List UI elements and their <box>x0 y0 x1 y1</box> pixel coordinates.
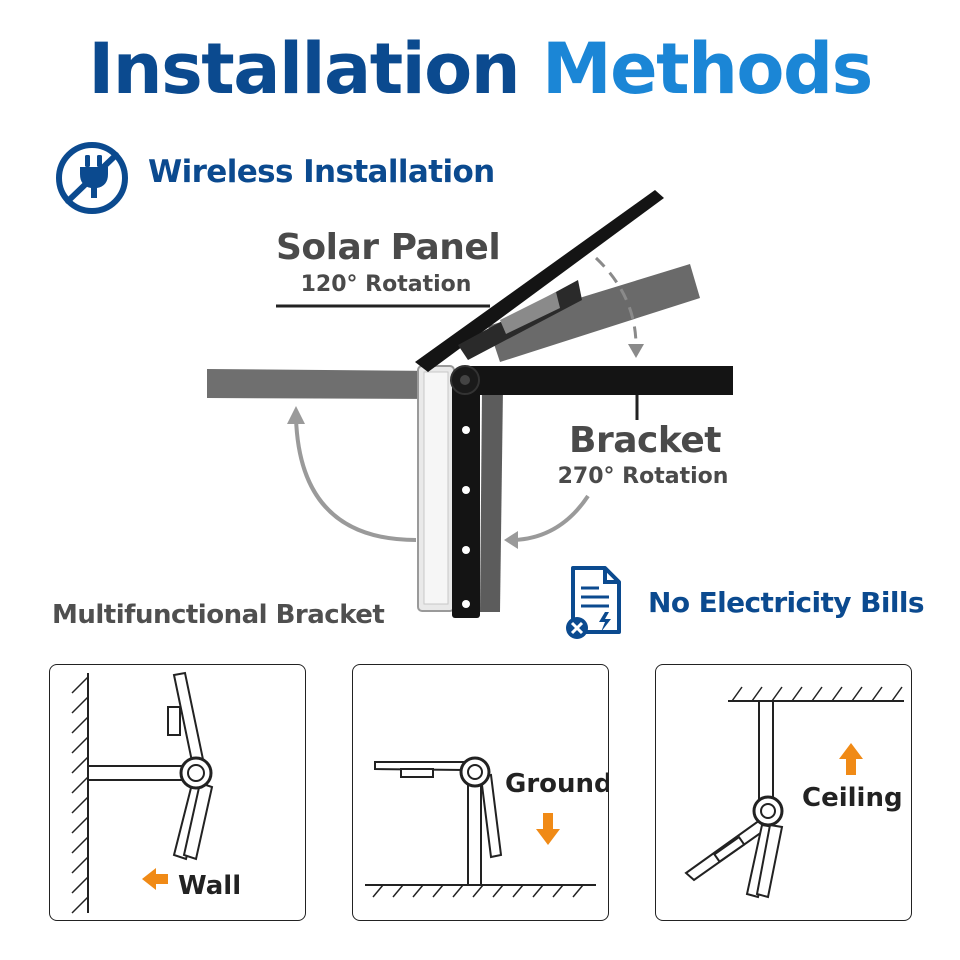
mount-card-ceiling: Ceiling <box>655 664 912 921</box>
ghost-bracket-left <box>207 369 440 399</box>
bracket-rotation: 270° Rotation <box>557 464 729 489</box>
title-word-methods: Methods <box>541 28 873 110</box>
page-title: Installation Methods <box>0 24 960 114</box>
bracket-vertical <box>452 382 480 618</box>
ceiling-mount-diagram <box>684 686 904 899</box>
mount-card-ground: Ground <box>352 664 609 921</box>
bracket-horizontal <box>470 366 733 395</box>
bracket-title: Bracket <box>569 420 721 461</box>
ground-mount-diagram <box>365 756 596 898</box>
feature-wireless: Wireless Installation <box>148 154 495 190</box>
ghost-panel <box>488 264 700 362</box>
solar-panel <box>415 190 664 372</box>
feature-no-bills: No Electricity Bills <box>648 586 925 619</box>
no-bill-icon <box>563 564 631 642</box>
mount-card-wall: Wall <box>49 664 306 921</box>
mount-label-ceiling: Ceiling <box>802 783 903 813</box>
wall-mount-diagram <box>71 671 214 914</box>
solar-panel-rotation: 120° Rotation <box>300 272 472 297</box>
section-label: Multifunctional Bracket <box>52 600 385 630</box>
mount-label-ground: Ground <box>505 769 609 799</box>
title-word-installation: Installation <box>88 28 520 110</box>
product-diagram <box>207 190 733 618</box>
ghost-bracket-down <box>480 388 503 612</box>
mount-label-wall: Wall <box>178 871 242 901</box>
no-plug-icon <box>53 139 131 217</box>
solar-panel-title: Solar Panel <box>276 227 501 268</box>
